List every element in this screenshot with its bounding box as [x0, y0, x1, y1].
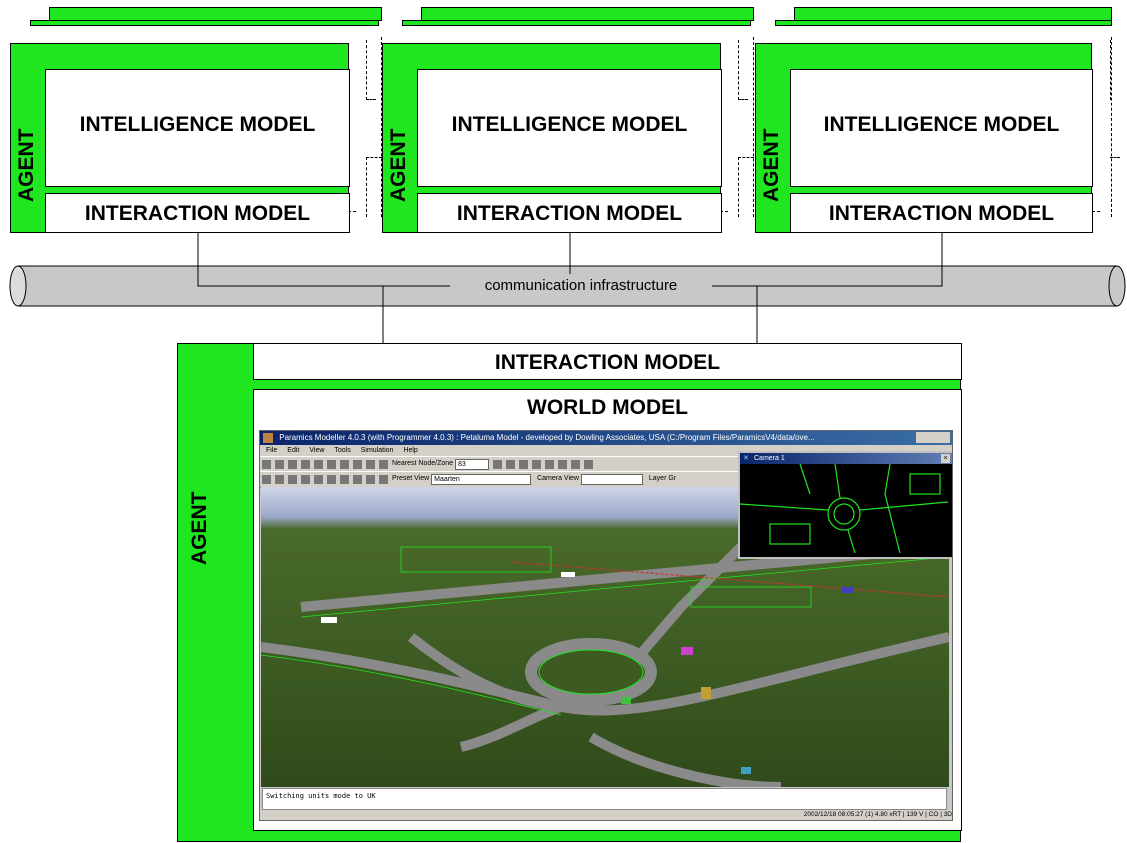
menu-tools[interactable]: Tools: [334, 447, 351, 454]
agent-label: AGENT: [387, 128, 410, 203]
intelligence-model-label: INTELLIGENCE MODEL: [79, 113, 316, 136]
camera-view-label: Camera View: [537, 475, 579, 482]
camera-view-select[interactable]: [580, 474, 643, 485]
camera-title: Camera 1: [754, 455, 785, 462]
menu-edit[interactable]: Edit: [287, 447, 300, 454]
camera-titlebar: ✕ Camera 1 ×: [740, 453, 952, 464]
layer-label: Layer Gr: [648, 475, 677, 482]
interaction-model-box: INTERACTION MODEL: [790, 193, 1093, 233]
road-network-drawing: [261, 542, 949, 787]
camera-icon: ✕: [743, 455, 749, 462]
window-controls[interactable]: [916, 432, 950, 443]
preset-view-label: Preset View: [391, 475, 430, 482]
preset-view-select[interactable]: Maarten: [431, 474, 532, 485]
menu-file[interactable]: File: [266, 447, 278, 454]
interaction-model-box: INTERACTION MODEL: [45, 193, 350, 233]
intelligence-model-label: INTELLIGENCE MODEL: [823, 113, 1060, 136]
intelligence-model-box: INTELLIGENCE MODEL: [417, 69, 722, 187]
communication-infrastructure-label: communication infrastructure: [450, 276, 712, 296]
intelligence-model-box: INTELLIGENCE MODEL: [45, 69, 350, 187]
close-icon[interactable]: ×: [941, 454, 950, 463]
interaction-model-box: INTERACTION MODEL: [417, 193, 722, 233]
agent-box-1: AGENT INTELLIGENCE MODEL INTERACTION MOD…: [10, 43, 350, 233]
menu-view[interactable]: View: [309, 447, 325, 454]
camera-map: [739, 463, 949, 554]
interaction-model-label: INTERACTION MODEL: [456, 202, 683, 225]
agent-label: AGENT: [15, 128, 38, 203]
intelligence-model-label: INTELLIGENCE MODEL: [451, 113, 688, 136]
world-model-label: WORLD MODEL: [527, 396, 688, 419]
interaction-model-label: INTERACTION MODEL: [84, 202, 311, 225]
interaction-model-label: INTERACTION MODEL: [828, 202, 1055, 225]
menu-simulation[interactable]: Simulation: [360, 447, 394, 454]
agent-box-3: AGENT INTELLIGENCE MODEL INTERACTION MOD…: [755, 43, 1093, 233]
interaction-model-box: INTERACTION MODEL: [253, 343, 962, 380]
agent-label: AGENT: [760, 128, 783, 203]
status-bar: 2002/12/18 08:05:27 (1) 4.80 xRT | 139 V…: [260, 810, 952, 820]
paramics-window: Paramics Modeller 4.0.3 (with Programmer…: [259, 430, 953, 821]
interaction-model-label: INTERACTION MODEL: [494, 351, 721, 374]
agent-box-2: AGENT INTELLIGENCE MODEL INTERACTION MOD…: [382, 43, 722, 233]
pipe-connections: [197, 232, 943, 343]
nearest-node-input[interactable]: 83: [455, 459, 489, 470]
console-output: Switching units mode to UK: [262, 788, 947, 810]
agent-2-stack: [402, 7, 754, 37]
window-title: Paramics Modeller 4.0.3 (with Programmer…: [279, 433, 815, 442]
window-titlebar: Paramics Modeller 4.0.3 (with Programmer…: [260, 431, 952, 445]
nearest-node-label: Nearest Node/Zone: [391, 460, 454, 467]
camera-window[interactable]: ✕ Camera 1 ×: [738, 451, 952, 559]
app-icon: [263, 433, 273, 443]
agent-3-stack: [775, 7, 1112, 37]
agent-label: AGENT: [188, 491, 211, 566]
agent-1-stack: [30, 7, 382, 37]
intelligence-model-box: INTELLIGENCE MODEL: [790, 69, 1093, 187]
menu-help[interactable]: Help: [403, 447, 418, 454]
menu-bar: File Edit View Tools Simulation Help: [260, 445, 952, 456]
